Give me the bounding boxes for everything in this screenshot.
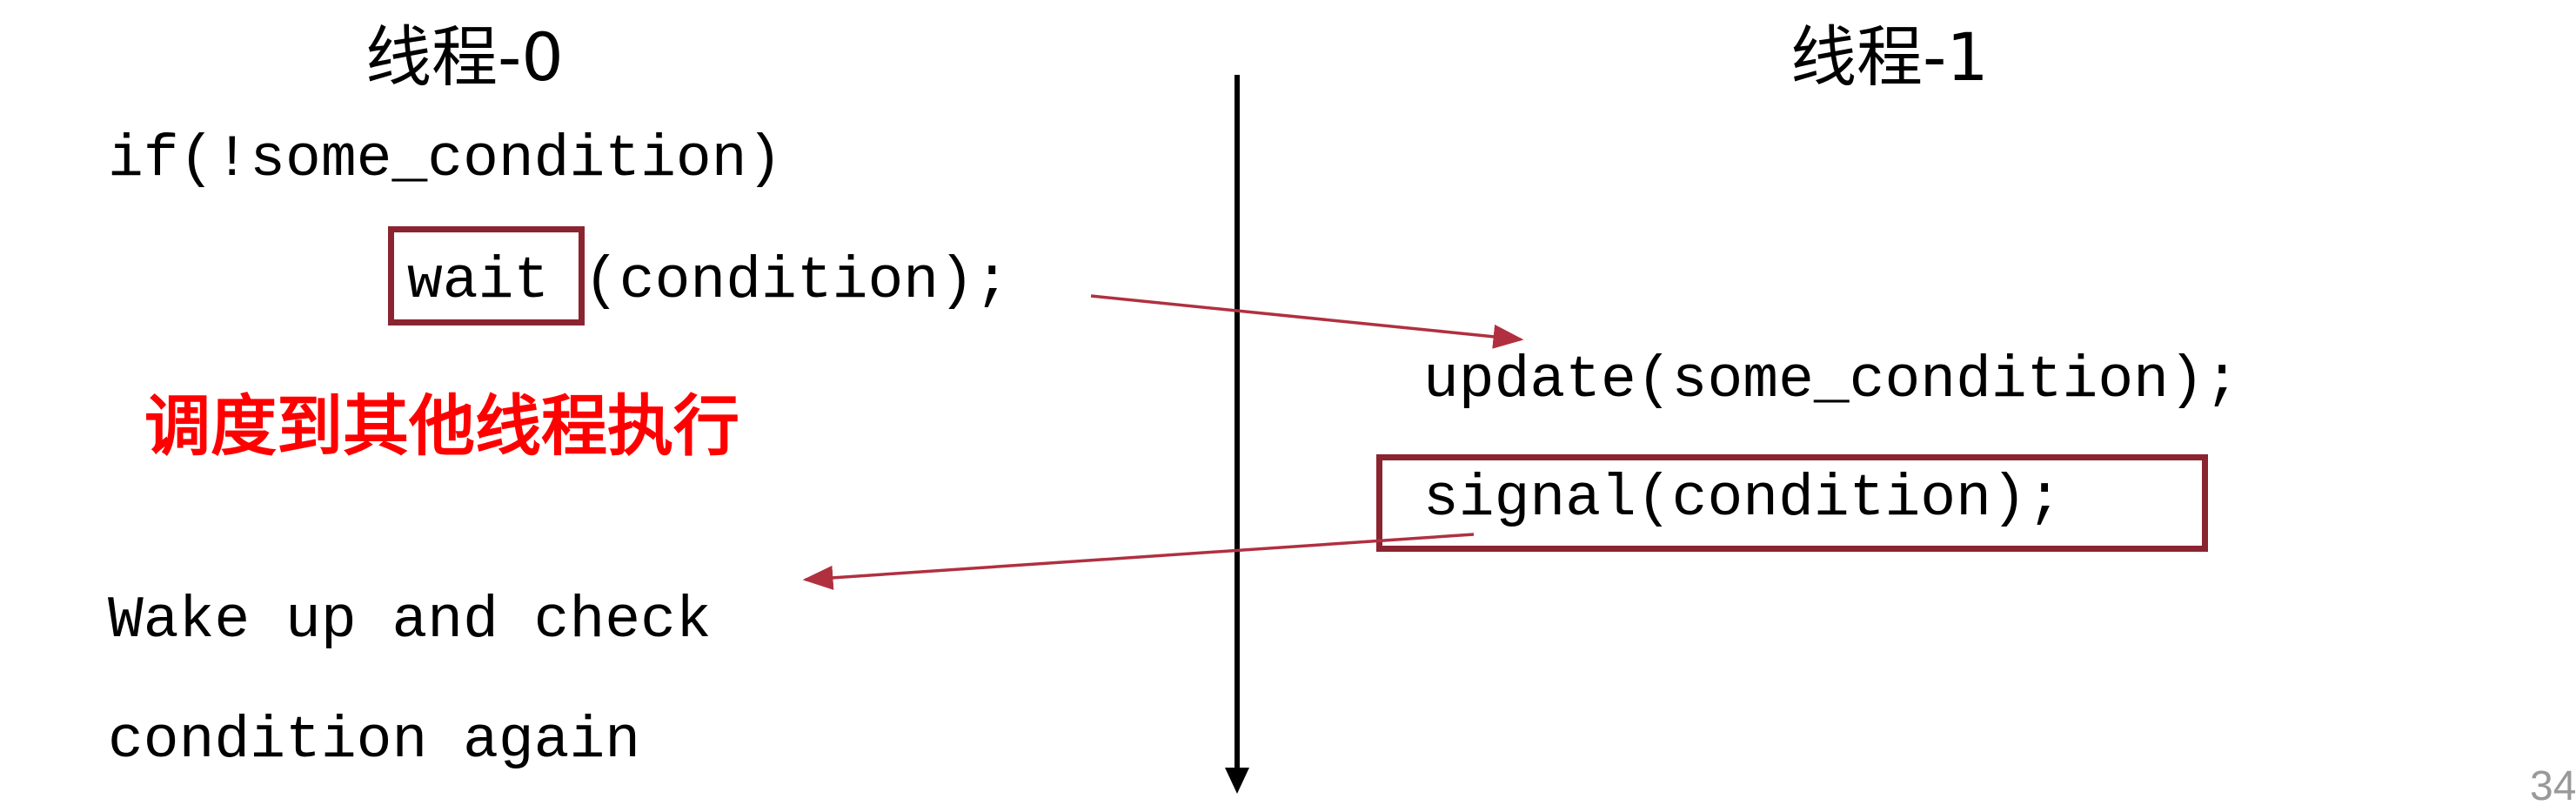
thread-1-update-line: update(some_condition); xyxy=(1423,347,2240,414)
wait-to-update-arrow xyxy=(1090,294,1524,349)
thread-0-wake-line-1: Wake up and check xyxy=(108,587,712,654)
thread-0-title: 线程-0 xyxy=(365,18,564,96)
signal-to-wake-arrow xyxy=(802,533,1475,590)
thread-0-wake-line-2: condition again xyxy=(108,708,641,775)
thread-1-title: 线程-1 xyxy=(1790,18,1989,96)
thread-0-wait-keyword: wait xyxy=(407,248,550,315)
wait-highlight-box xyxy=(388,226,585,325)
thread-1-signal-line: signal(condition); xyxy=(1423,466,2063,533)
thread-0-scheduled-note: 调度到其他线程执行 xyxy=(144,387,739,465)
page-number: 34 xyxy=(2530,763,2576,809)
signal-highlight-box xyxy=(1376,454,2208,552)
thread-0-if-line: if(!some_condition) xyxy=(108,126,783,193)
thread-0-wait-args: (condition); xyxy=(584,248,1010,315)
timeline-arrowhead xyxy=(1225,768,1249,794)
